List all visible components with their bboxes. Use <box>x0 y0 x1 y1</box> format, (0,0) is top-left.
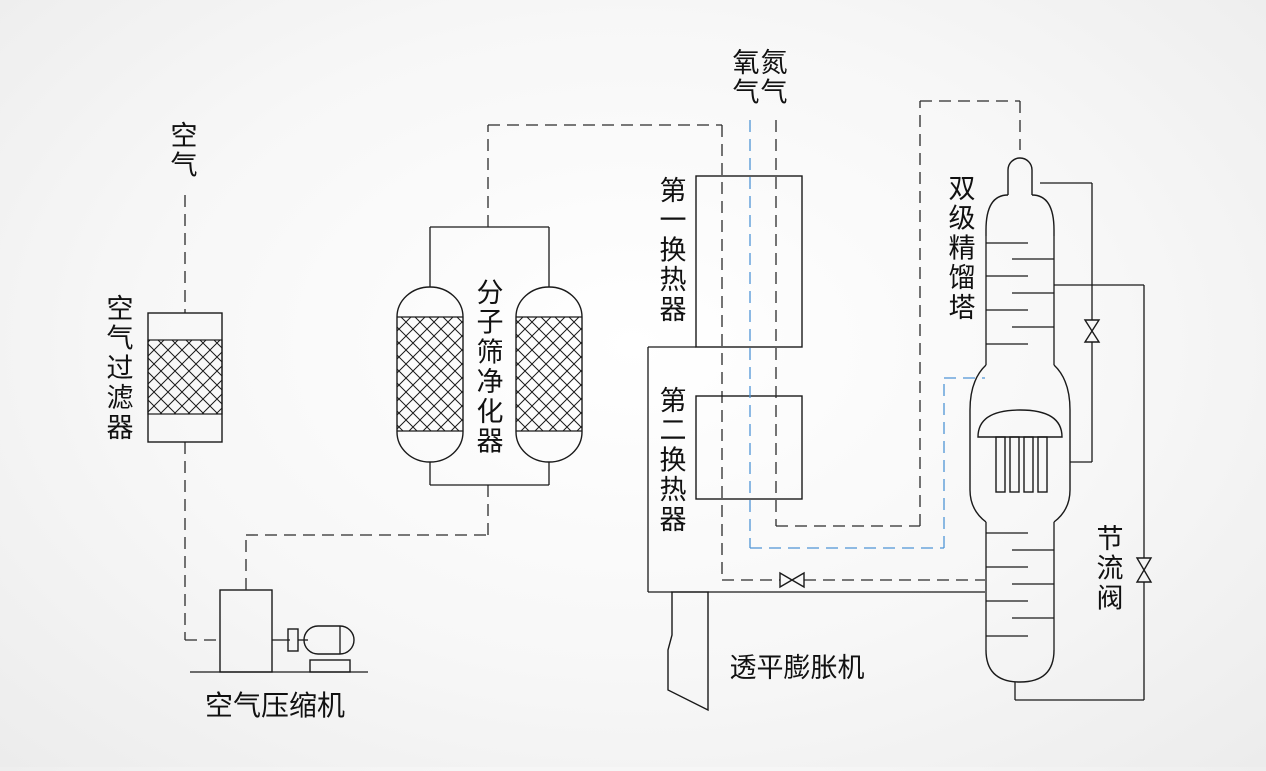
label-air: 空气 <box>171 121 198 182</box>
label-hx2: 第二换热器 <box>660 386 687 536</box>
upper-reflux-line <box>1040 182 1093 463</box>
second-heat-exchanger <box>695 395 803 500</box>
label-double-column: 双级精馏塔 <box>949 174 976 324</box>
air-compressor <box>190 589 368 673</box>
upper-throttle-valve[interactable] <box>1083 319 1101 343</box>
sieve-to-exchanger-line <box>487 124 985 581</box>
motor-base <box>309 659 351 673</box>
nitrogen-line <box>775 100 1021 527</box>
filter-media <box>147 339 223 415</box>
lower-reflux-line <box>1014 284 1145 701</box>
double-distillation-column <box>969 157 1071 683</box>
label-throttle-valve: 节流阀 <box>1097 524 1124 614</box>
label-molecular-sieve: 分子筛净化器 <box>477 278 504 458</box>
first-heat-exchanger <box>695 175 803 348</box>
expander-bypass-valve[interactable] <box>779 571 805 589</box>
label-hx1: 第一换热器 <box>660 176 687 326</box>
label-nitrogen: 氮气 <box>761 48 788 109</box>
compressor-to-sieve-line <box>245 485 489 590</box>
air-filter <box>147 312 223 443</box>
label-oxygen: 氧气 <box>733 48 760 109</box>
molecular-sieve-purifier <box>396 226 583 486</box>
label-turbo-expander: 透平膨胀机 <box>730 653 865 684</box>
label-air-compressor: 空气压缩机 <box>205 689 345 722</box>
oxygen-line <box>749 120 985 549</box>
lower-throttle-valve[interactable] <box>1135 557 1153 583</box>
turbo-expander <box>647 346 985 712</box>
motor <box>303 625 355 655</box>
label-air-filter: 空气过滤器 <box>107 294 134 444</box>
air-intake-line <box>184 195 220 641</box>
condenser-dome <box>977 409 1063 438</box>
